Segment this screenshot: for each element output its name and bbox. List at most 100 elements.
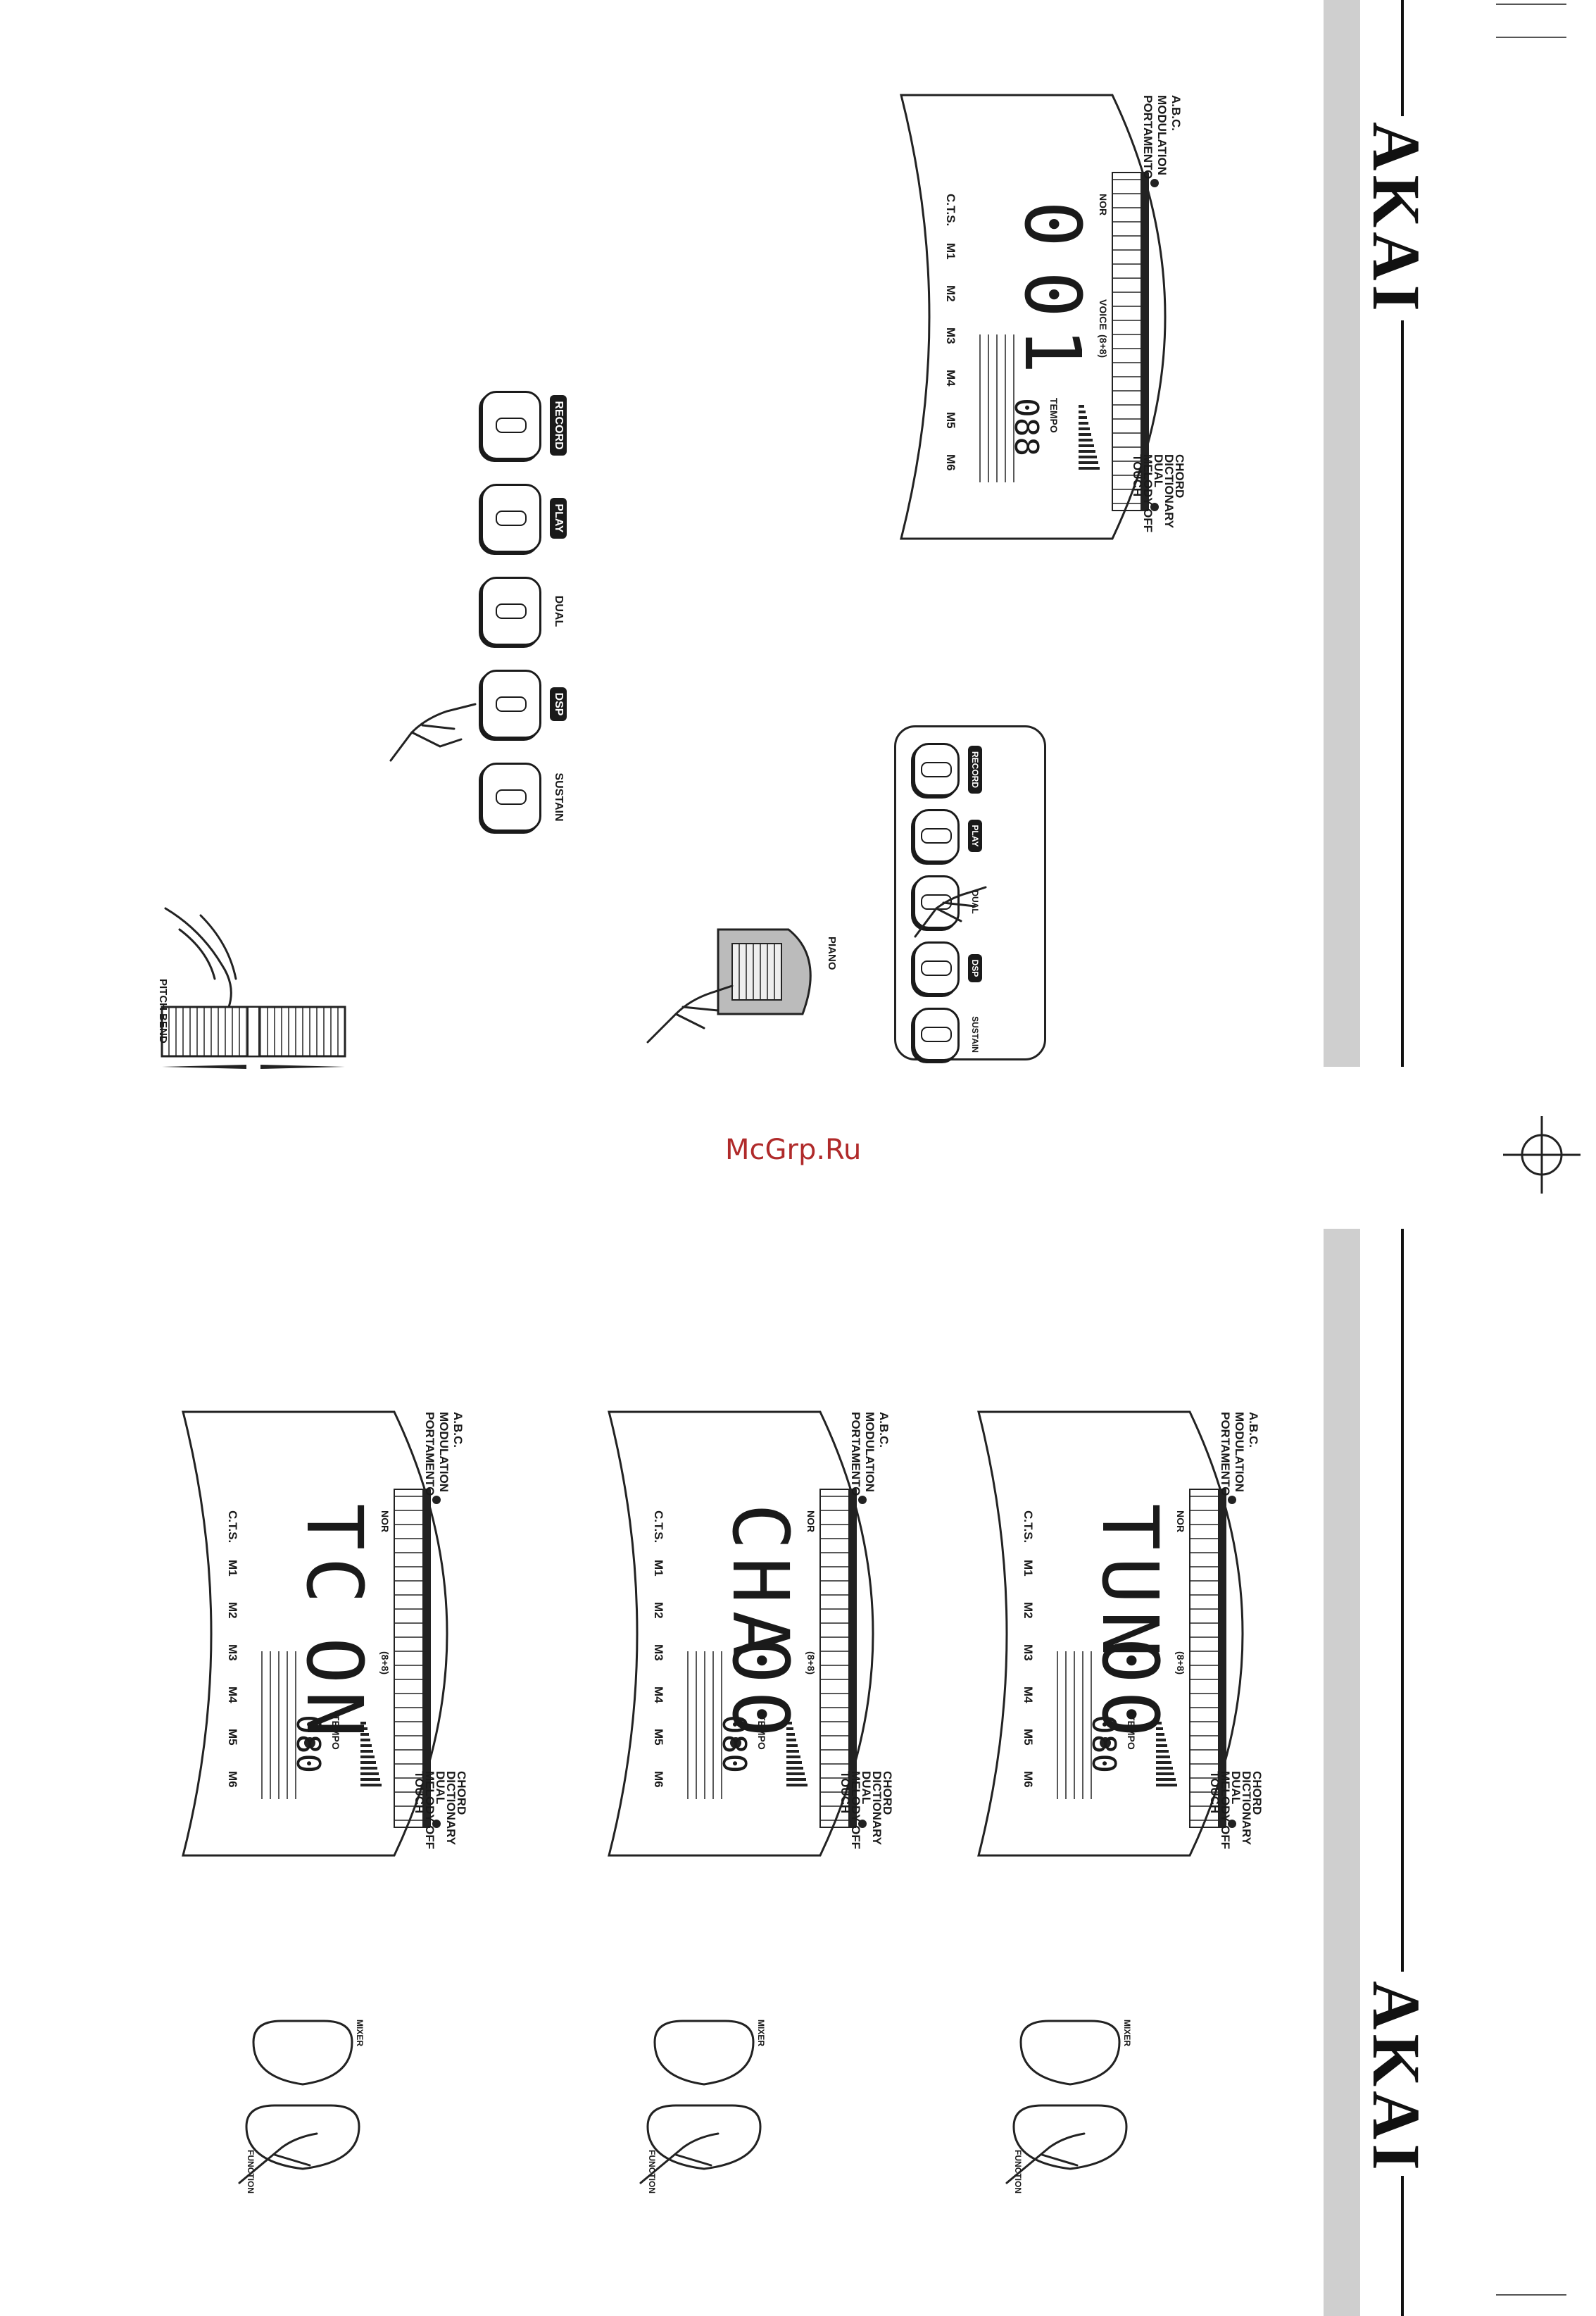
lcd-frame <box>900 94 1167 540</box>
dual-button[interactable] <box>481 577 541 646</box>
brand-rule-top-lower <box>1401 320 1404 1067</box>
label-play: PLAY <box>968 819 982 853</box>
lcd-mem-m5: M5 <box>652 1729 665 1746</box>
lcd-display-tun: A.B.C. MODULATION PORTAMENTO CHORD DICTI… <box>972 1405 1267 1863</box>
lcd-mem-m3: M3 <box>226 1644 239 1661</box>
label-record: RECORD <box>968 745 982 794</box>
lcd-mem-m1: M1 <box>652 1560 665 1577</box>
lcd-label-touch: TOUCH <box>1131 454 1144 497</box>
pitch-bend-wheel[interactable] <box>155 1000 352 1077</box>
lcd-mem-m2: M2 <box>944 285 957 302</box>
lcd-nor: NOR <box>379 1510 391 1533</box>
play-button[interactable] <box>913 809 960 863</box>
hand-pointer-icon <box>641 972 739 1056</box>
mixer-label: MIXER <box>756 2020 766 2047</box>
lcd-mem-m2: M2 <box>652 1602 665 1619</box>
lcd-function-name: TC <box>289 1503 379 1611</box>
lcd-display-tc: A.B.C. MODULATION PORTAMENTO CHORD DICTI… <box>176 1405 472 1863</box>
lcd-mem-m1: M1 <box>1022 1560 1035 1577</box>
lcd-mem-m6: M6 <box>1022 1771 1035 1788</box>
function-label: FUNCTION <box>246 2150 256 2193</box>
lcd-mem-m6: M6 <box>944 454 957 471</box>
lcd-label-portamento: PORTAMENTO <box>1219 1412 1232 1496</box>
lcd-mem-m6: M6 <box>226 1771 239 1788</box>
label-dual: DUAL <box>553 595 565 627</box>
lcd-label-abc: A.B.C. <box>1169 95 1183 131</box>
lcd-mem-m4: M4 <box>944 370 957 387</box>
crop-mark <box>1496 37 1566 38</box>
brand-logo-top: AKAI <box>1358 121 1434 315</box>
lcd-mem-m4: M4 <box>226 1686 239 1703</box>
lcd-mem-m1: M1 <box>226 1560 239 1577</box>
lcd-label-abc: A.B.C. <box>451 1412 465 1448</box>
sustain-button[interactable] <box>913 1008 960 1061</box>
label-record: RECORD <box>550 395 567 456</box>
play-button[interactable] <box>481 484 541 553</box>
piano-button[interactable] <box>704 915 831 1028</box>
lcd-mem-m3: M3 <box>1022 1644 1035 1661</box>
lcd-rate: (8+8) <box>1098 334 1109 358</box>
label-sustain: SUSTAIN <box>553 772 565 822</box>
lcd-tempo-value: 088 <box>1007 398 1045 457</box>
lcd-display-cha: A.B.C. MODULATION PORTAMENTO CHORD DICTI… <box>602 1405 898 1863</box>
crop-mark <box>1496 2294 1566 2296</box>
mixer-label: MIXER <box>1122 2020 1132 2047</box>
button-strip-large: RECORD PLAY DUAL DSP SUSTAIN <box>454 391 567 849</box>
lcd-label-abc: A.B.C. <box>1247 1412 1260 1448</box>
lcd-label-modulation: MODULATION <box>1233 1412 1246 1492</box>
lcd-display-top: A.B.C. MODULATION PORTAMENTO CHORD DICTI… <box>894 88 1190 546</box>
lcd-mem-m3: M3 <box>652 1644 665 1661</box>
lcd-rate: (8+8) <box>1175 1651 1186 1675</box>
lcd-nor: NOR <box>805 1510 817 1533</box>
record-button[interactable] <box>481 391 541 460</box>
lcd-nor: NOR <box>1175 1510 1186 1533</box>
brand-rule-top-upper <box>1401 0 1404 116</box>
lcd-mem-m5: M5 <box>1022 1729 1035 1746</box>
lcd-tempo-value: 080 <box>715 1715 753 1774</box>
brand-rule-bottom-lower <box>1401 2176 1404 2316</box>
mixer-function-group: MIXER FUNCTION <box>1000 2014 1141 2211</box>
lcd-mem-cts: C.T.S. <box>226 1510 239 1544</box>
crop-mark <box>1496 4 1566 5</box>
lcd-mem-m5: M5 <box>944 412 957 429</box>
brand-logo-bottom: AKAI <box>1358 1980 1434 2174</box>
lcd-mem-cts: C.T.S. <box>1022 1510 1035 1544</box>
lcd-mem-m5: M5 <box>226 1729 239 1746</box>
lcd-mem-cts: C.T.S. <box>944 194 957 227</box>
lcd-label-touch: TOUCH <box>413 1771 426 1814</box>
piano-label: PIANO <box>826 937 838 970</box>
lcd-label-modulation: MODULATION <box>863 1412 876 1492</box>
lcd-rate: (8+8) <box>805 1651 817 1675</box>
mixer-function-group: MIXER FUNCTION <box>634 2014 774 2211</box>
record-button[interactable] <box>913 743 960 796</box>
lcd-label-modulation: MODULATION <box>437 1412 451 1492</box>
lcd-frame <box>182 1410 448 1857</box>
lcd-label-modulation: MODULATION <box>1155 95 1169 175</box>
brand-rule-bottom-upper <box>1401 1229 1404 1972</box>
lcd-label-touch: TOUCH <box>838 1771 852 1814</box>
sustain-button[interactable] <box>481 763 541 832</box>
label-dsp: DSP <box>550 687 567 722</box>
function-label: FUNCTION <box>647 2150 657 2193</box>
mixer-function-group: MIXER FUNCTION <box>232 2014 373 2211</box>
button-panel-small <box>894 725 1046 1060</box>
hand-pointer-icon <box>908 873 993 944</box>
lcd-label-portamento: PORTAMENTO <box>1141 95 1155 180</box>
lcd-mem-m3: M3 <box>944 327 957 344</box>
hand-pointer-icon <box>158 901 257 1014</box>
dsp-button[interactable] <box>481 670 541 739</box>
lcd-mem-cts: C.T.S. <box>652 1510 665 1544</box>
brand-side-bar-bottom <box>1324 1229 1360 2316</box>
brand-side-bar-top <box>1324 0 1360 1067</box>
lcd-digit-end: 1 <box>1007 327 1098 382</box>
lcd-label-portamento: PORTAMENTO <box>423 1412 436 1496</box>
dsp-button[interactable] <box>913 941 960 995</box>
label-sustain: SUSTAIN <box>970 1016 980 1053</box>
lcd-digit-main: 0 <box>1007 201 1098 255</box>
lcd-mem-m1: M1 <box>944 243 957 260</box>
lcd-rate: (8+8) <box>379 1651 391 1675</box>
lcd-mem-m4: M4 <box>652 1686 665 1703</box>
lcd-label-abc: A.B.C. <box>877 1412 891 1448</box>
registration-mark <box>1503 1116 1581 1194</box>
label-play: PLAY <box>550 498 567 539</box>
